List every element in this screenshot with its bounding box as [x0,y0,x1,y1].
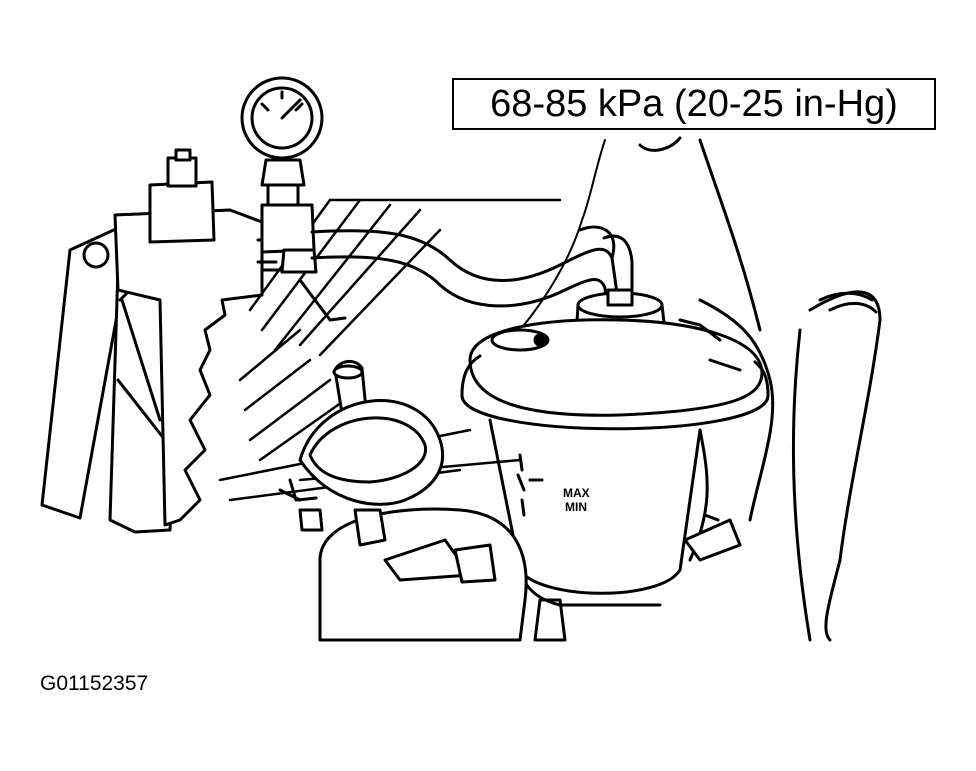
pressure-callout-label: 68-85 kPa (20-25 in-Hg) [490,82,898,125]
hand-vacuum-pump [40,148,302,534]
pressure-callout: 68-85 kPa (20-25 in-Hg) [452,78,936,130]
pump-handle [40,226,130,520]
vacuum-hose [310,225,634,308]
pump-body [113,208,264,527]
air-duct [638,136,882,642]
max-mark: MAX [563,486,590,500]
valve-assembly [298,360,445,506]
figure-id: G01152357 [40,672,149,695]
vacuum-gauge [240,76,347,322]
vacuum-canister [460,288,770,607]
lower-housing [278,478,567,642]
callout-leader [484,139,606,349]
min-mark: MIN [565,500,587,514]
